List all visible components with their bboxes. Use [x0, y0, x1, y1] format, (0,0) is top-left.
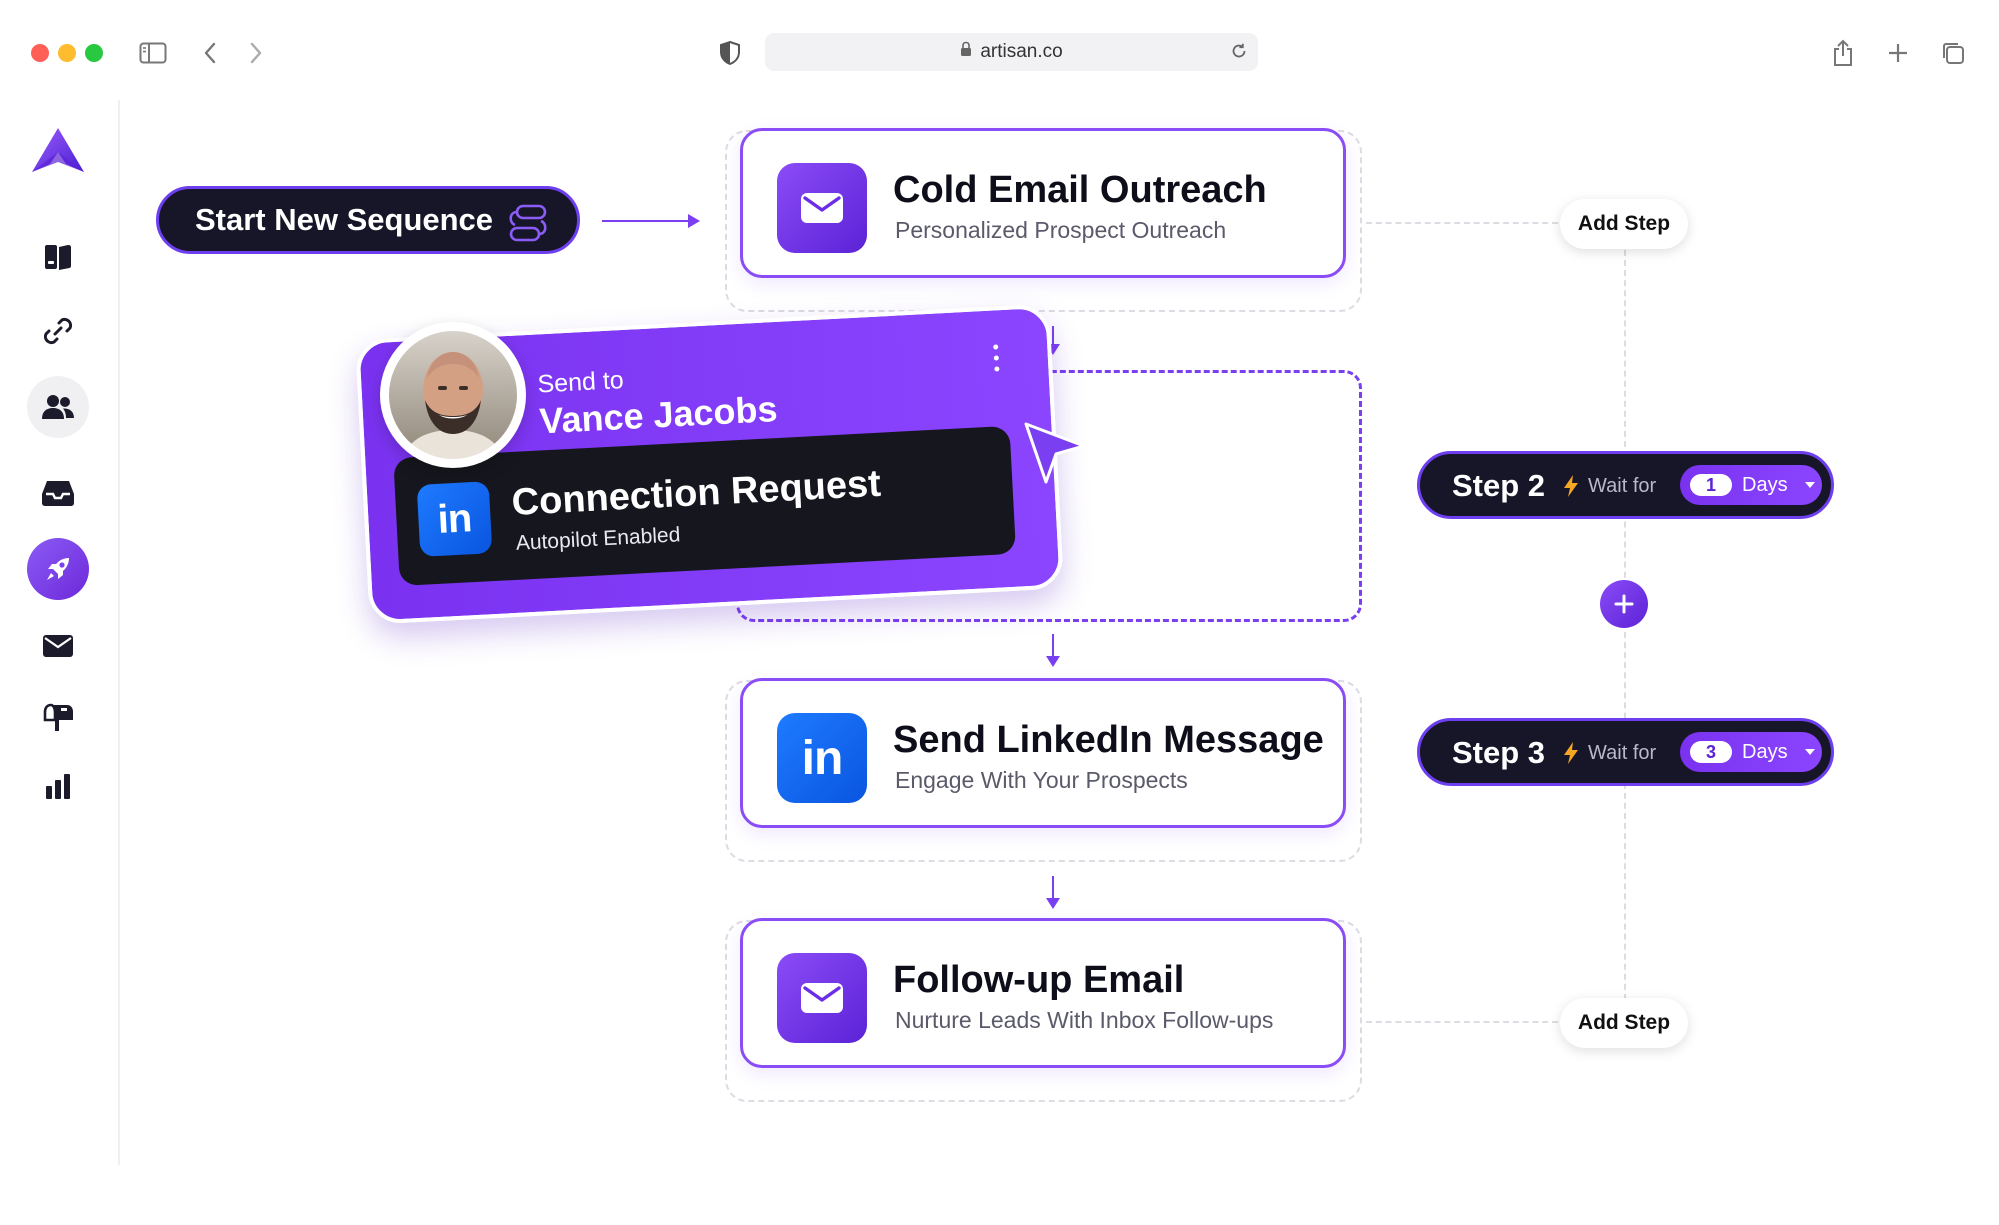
add-step-button[interactable]: Add Step [1560, 199, 1688, 249]
mailbox-icon[interactable] [27, 685, 89, 747]
step-title: Follow-up Email [893, 959, 1185, 1001]
step-3-timing[interactable]: Step 3 Wait for 3 Days [1417, 718, 1834, 786]
days-unit: Days [1742, 741, 1788, 763]
maximize-window-button[interactable] [85, 44, 103, 62]
start-new-sequence-label: Start New Sequence [195, 202, 494, 237]
add-step-button[interactable]: Add Step [1560, 998, 1688, 1048]
browser-titlebar: artisan.co [0, 0, 1999, 100]
days-dropdown[interactable]: 3 Days [1680, 732, 1822, 772]
timeline-connector [1624, 250, 1626, 1010]
cursor-pointer-icon [1020, 420, 1088, 493]
flow-arrow-1 [1046, 326, 1060, 355]
days-dropdown[interactable]: 1 Days [1680, 465, 1822, 505]
tab-overview-icon[interactable] [1936, 36, 1970, 70]
days-value: 3 [1690, 741, 1732, 763]
users-icon[interactable] [27, 376, 89, 438]
add-step-connector-1 [1366, 222, 1558, 224]
app-sidebar [0, 100, 120, 1165]
new-tab-icon[interactable] [1881, 36, 1915, 70]
wait-for-label: Wait for [1588, 475, 1657, 497]
reload-icon[interactable] [1230, 42, 1248, 66]
mail-icon [777, 163, 867, 253]
step-card-cold-email[interactable]: Cold Email Outreach Personalized Prospec… [740, 128, 1346, 278]
caret-down-icon [1805, 749, 1815, 755]
add-step-plus-button[interactable] [1600, 580, 1648, 628]
sidebar-toggle-icon[interactable] [136, 36, 170, 70]
artisan-logo-icon[interactable] [27, 120, 89, 182]
add-step-connector-2 [1366, 1021, 1558, 1023]
mail-icon[interactable] [27, 615, 89, 677]
mail-icon [777, 953, 867, 1043]
step-card-linkedin-message[interactable]: in Send LinkedIn Message Engage With You… [740, 678, 1346, 828]
autopilot-status: Autopilot Enabled [515, 523, 681, 555]
inbox-icon[interactable] [27, 462, 89, 524]
avatar[interactable] [380, 322, 526, 468]
bar-chart-icon[interactable] [27, 755, 89, 817]
step-title: Cold Email Outreach [893, 169, 1267, 211]
linkedin-icon: in [777, 713, 867, 803]
rocket-icon[interactable] [27, 538, 89, 600]
step-2-timing[interactable]: Step 2 Wait for 1 Days [1417, 451, 1834, 519]
wait-for-label: Wait for [1588, 742, 1657, 764]
caret-down-icon [1805, 482, 1815, 488]
plus-icon [1614, 594, 1634, 614]
share-icon[interactable] [1826, 36, 1860, 70]
step-card-follow-up-email[interactable]: Follow-up Email Nurture Leads With Inbox… [740, 918, 1346, 1068]
address-bar[interactable]: artisan.co [765, 33, 1258, 71]
linkedin-icon: in [416, 481, 493, 557]
step-label: Step 3 [1452, 735, 1546, 770]
minimize-window-button[interactable] [58, 44, 76, 62]
start-new-sequence-button[interactable]: Start New Sequence [156, 186, 580, 254]
back-icon[interactable] [193, 36, 227, 70]
connection-request-title: Connection Request [510, 462, 882, 524]
flow-arrow-2 [1046, 634, 1060, 667]
lock-icon [960, 41, 972, 63]
step-subtitle: Engage With Your Prospects [895, 767, 1188, 793]
flow-arrow-3 [1046, 876, 1060, 909]
sequence-start-arrow [602, 214, 700, 228]
book-icon[interactable] [27, 226, 89, 288]
step-subtitle: Personalized Prospect Outreach [895, 217, 1227, 243]
lightning-icon [1562, 741, 1580, 770]
send-to-label: Send to [536, 366, 625, 399]
link-icon[interactable] [27, 300, 89, 362]
days-unit: Days [1742, 474, 1788, 496]
close-window-button[interactable] [31, 44, 49, 62]
forward-icon[interactable] [239, 36, 273, 70]
privacy-shield-icon[interactable] [713, 36, 747, 70]
sequence-icon [507, 203, 549, 251]
step-title: Send LinkedIn Message [893, 719, 1324, 761]
step-subtitle: Nurture Leads With Inbox Follow-ups [895, 1007, 1274, 1033]
lightning-icon [1562, 474, 1580, 503]
url-text: artisan.co [980, 41, 1063, 62]
days-value: 1 [1690, 474, 1732, 496]
step-label: Step 2 [1452, 468, 1546, 503]
